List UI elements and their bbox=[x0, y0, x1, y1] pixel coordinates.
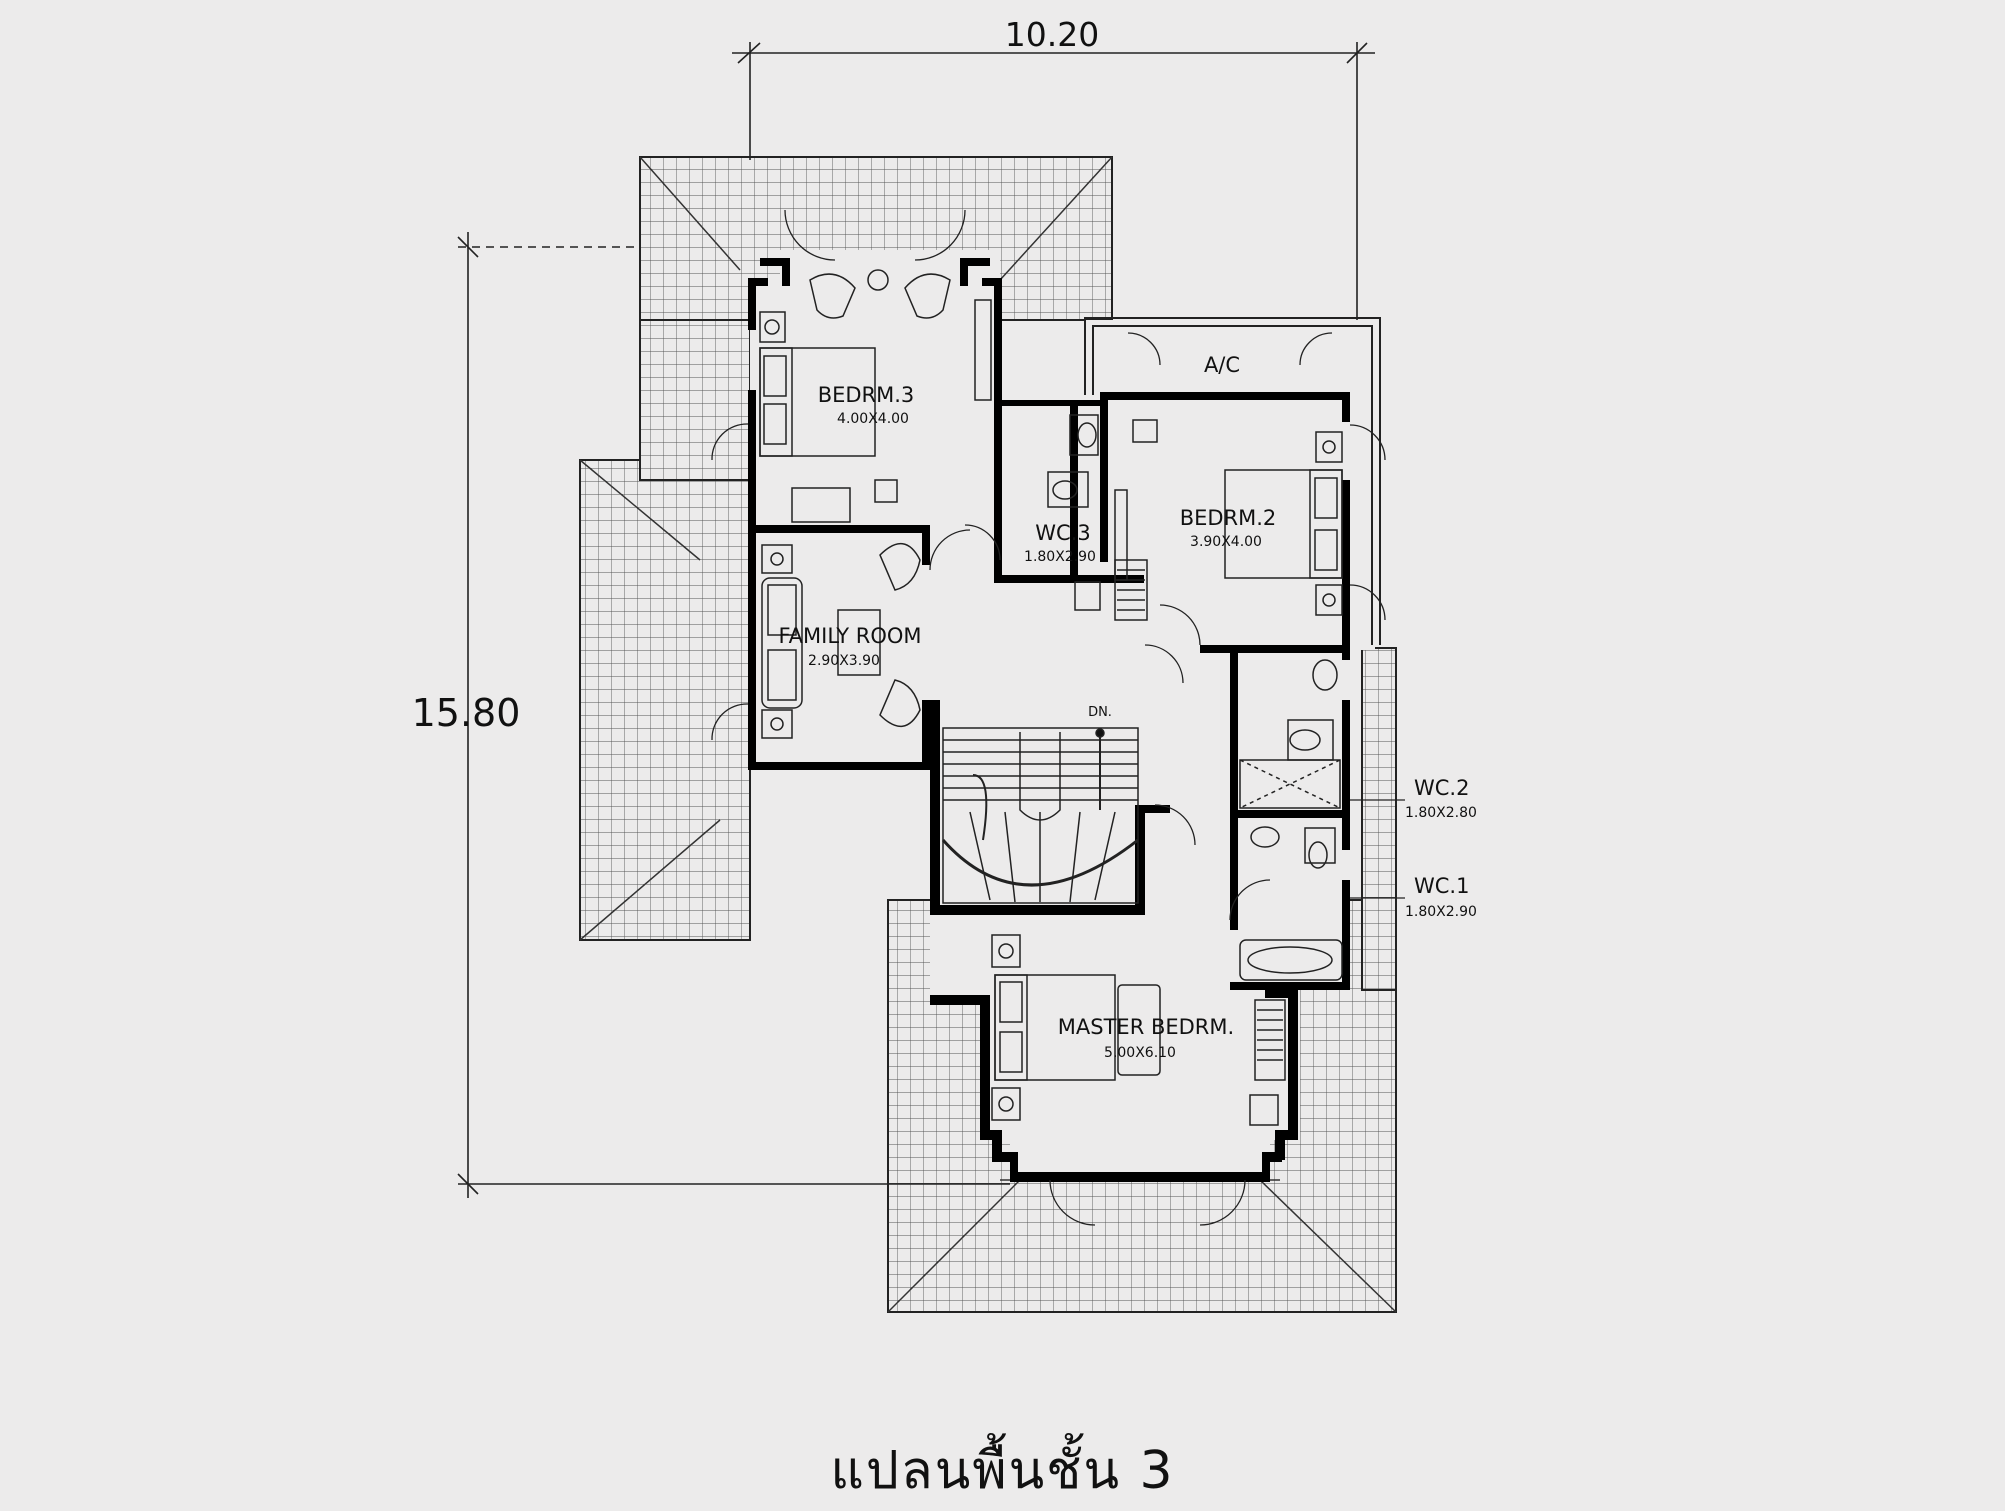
doors bbox=[711, 209, 1386, 1226]
stair bbox=[941, 727, 1139, 904]
walls bbox=[748, 258, 1350, 1182]
bathtub-icon bbox=[1239, 939, 1343, 981]
room-wc2-size: 1.80X2.80 bbox=[1405, 805, 1477, 821]
dimension-depth-label: 15.80 bbox=[412, 691, 521, 735]
room-wc2-name: WC.2 bbox=[1414, 776, 1469, 800]
room-wc3-size: 1.80X2.90 bbox=[1024, 549, 1096, 565]
furniture bbox=[759, 269, 1343, 1126]
armchair-icon bbox=[809, 273, 951, 319]
room-master-name: MASTER BEDRM. bbox=[1058, 1015, 1234, 1039]
room-master-size: 5.00X6.10 bbox=[1104, 1045, 1176, 1061]
room-labels: BEDRM.3 4.00X4.00 BEDRM.2 3.90X4.00 WC.3… bbox=[778, 353, 1476, 1061]
room-bedroom3-size: 4.00X4.00 bbox=[837, 411, 909, 427]
ac-ledge bbox=[1084, 317, 1381, 645]
sofa-icon bbox=[761, 577, 803, 709]
label-leaders bbox=[1350, 799, 1405, 899]
room-family-name: FAMILY ROOM bbox=[778, 624, 921, 648]
ac-label: A/C bbox=[1204, 353, 1240, 377]
room-bedroom2-name: BEDRM.2 bbox=[1180, 506, 1277, 530]
room-wc1-name: WC.1 bbox=[1414, 874, 1469, 898]
room-bedroom2-size: 3.90X4.00 bbox=[1190, 534, 1262, 550]
roof-left-mid bbox=[639, 319, 751, 481]
dimension-width bbox=[732, 42, 1375, 320]
room-wc3-name: WC.3 bbox=[1035, 521, 1090, 545]
roof-right bbox=[1361, 647, 1397, 991]
room-family-size: 2.90X3.90 bbox=[808, 653, 880, 669]
dimension-width-label: 10.20 bbox=[1005, 15, 1099, 54]
dimension-depth bbox=[457, 232, 1010, 1198]
room-bedroom3-name: BEDRM.3 bbox=[818, 383, 915, 407]
stair-down-label: DN. bbox=[1088, 705, 1112, 720]
room-wc1-size: 1.80X2.90 bbox=[1405, 904, 1477, 920]
plan-title: แปลนพื้นชั้น 3 bbox=[830, 1441, 1175, 1501]
